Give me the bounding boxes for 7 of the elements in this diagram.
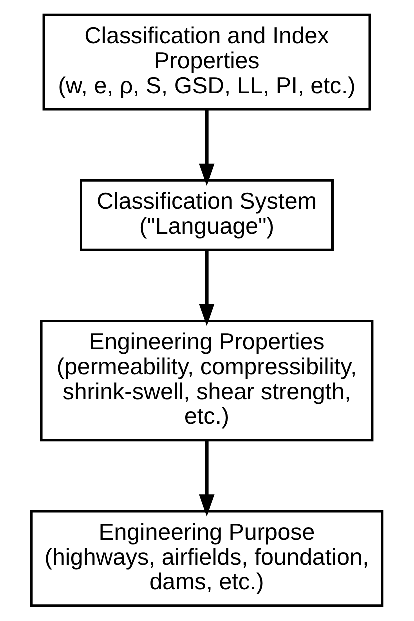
arrow — [199, 110, 215, 186]
node-box: Classification and Index Properties (w, e, ρ, S, GSD, LL, PI, etc.) — [42, 14, 372, 111]
node-box: Engineering Properties (permeability, compressibility, shrink-swell, shear strength, etc.) — [40, 320, 374, 442]
arrow — [199, 250, 215, 326]
node-box: Classification System ("Language") — [80, 179, 334, 252]
node-box: Engineering Purpose (highways, airfields, foundation, dams, etc.) — [30, 510, 384, 608]
arrow — [199, 440, 215, 517]
